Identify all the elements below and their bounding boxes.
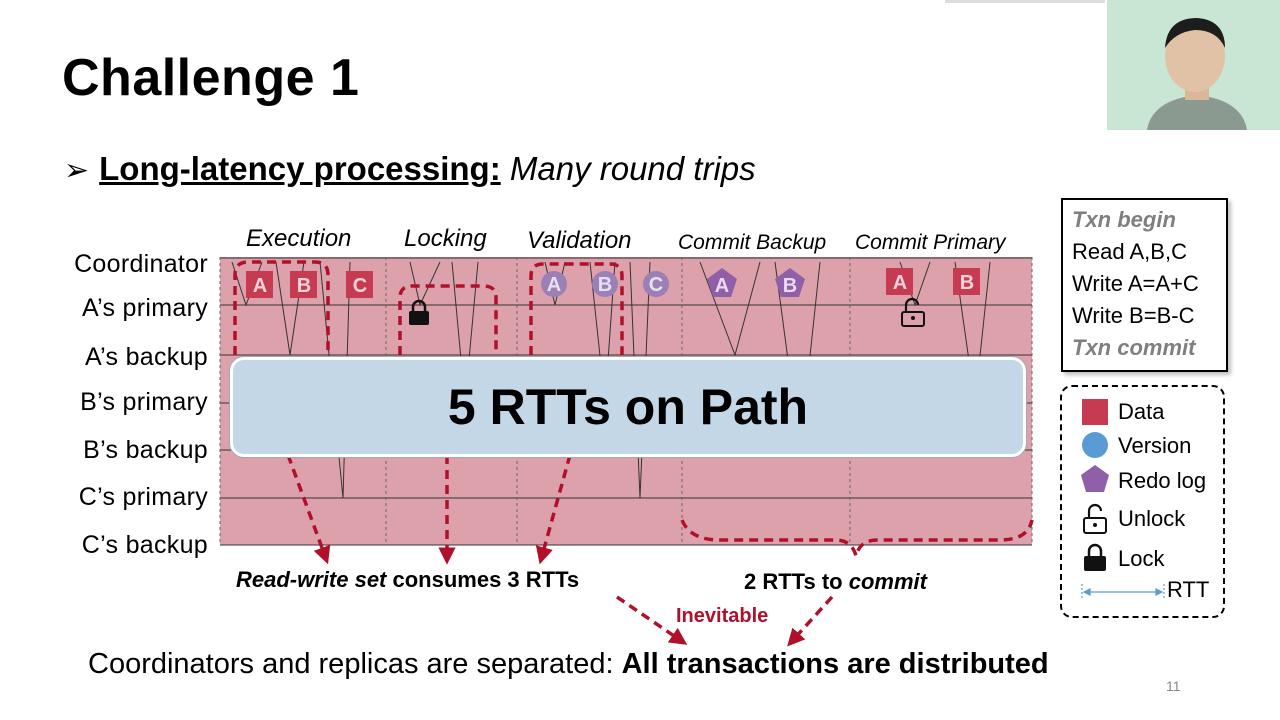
commit-data-marker-b-label: B [960,272,974,294]
rtt-banner-text: 5 RTTs on Path [447,379,809,435]
presenter-image [1107,0,1280,130]
redo-marker-a-label: A [715,275,729,297]
txn-commit: Txn commit [1072,335,1196,360]
redo-markers-commit-backup [707,268,805,297]
read-write-rest: consumes 3 RTTs [386,567,580,592]
legend-lock-icon [1084,543,1106,571]
row-label-c-primary: C’s primary [78,483,208,511]
legend-data-icon [1082,399,1108,425]
lock-icon [409,299,429,325]
bullet-arrow: ➢ [64,154,90,187]
phase-label-execution: Execution [246,225,352,252]
txn-begin: Txn begin [1072,207,1176,232]
legend-rtt-label: RTT [1167,577,1210,602]
commit-note: 2 RTTs to commit [744,569,927,595]
redo-marker-b [775,268,805,297]
commit-note-prefix: 2 RTTs to [744,569,849,594]
row-label-coordinator: Coordinator [74,250,208,278]
legend-version-label: Version [1118,433,1192,458]
slide-title: Challenge 1 [62,49,360,107]
bullet-subtext: Many round trips [509,150,756,187]
data-marker-b-label: B [297,275,311,297]
txn-write-b: Write B=B-C [1072,303,1195,328]
redo-marker-a [707,268,737,297]
rtt-dashed-arrows [286,454,834,647]
version-marker-c-label: C [649,274,663,296]
legend-icons [1081,399,1165,600]
legend: Data Version Redo log Unlock Lock RTT [1060,385,1225,618]
data-markers-commit-primary [886,268,980,295]
data-marker-a-label: A [253,275,267,297]
version-marker-b-label: B [598,274,612,296]
rtt-banner: 5 RTTs on Path [230,357,1026,457]
legend-data-label: Data [1118,399,1165,424]
row-label-b-primary: B’s primary [80,388,208,416]
row-label-a-primary: A’s primary [81,294,208,322]
transaction-box: Txn begin Read A,B,C Write A=A+C Write B… [1061,198,1228,372]
legend-unlock-icon [1083,503,1107,534]
commit-data-marker-a-label: A [893,272,907,294]
page-number: 11 [1166,678,1181,694]
redo-marker-b-label: B [783,275,797,297]
data-marker-c-label: C [353,275,367,297]
bullet-point: ➢ Long-latency processing: Many round tri… [64,150,756,188]
inevitable-label: Inevitable [676,605,769,627]
phase-label-commit-backup: Commit Backup [678,231,827,254]
txn-read: Read A,B,C [1072,239,1187,264]
footer-bold: All transactions are distributed [621,648,1049,680]
version-marker-a [541,271,567,297]
commit-data-marker-a [886,268,913,295]
legend-redo-label: Redo log [1118,468,1207,493]
row-label-c-backup: C’s backup [81,531,208,559]
legend-rtt-icon [1081,584,1165,600]
footer-statement: Coordinators and replicas are separated:… [88,648,1049,681]
data-marker-c [346,271,373,298]
phase-label-commit-primary: Commit Primary [855,231,1006,254]
commit-note-italic: commit [848,569,927,594]
data-markers-execution [246,271,373,298]
rtt-dashed-outlines [233,260,1034,557]
legend-lock-label: Lock [1118,546,1165,571]
version-marker-b [592,271,618,297]
footer-text: Coordinators and replicas are separated: [88,648,622,680]
version-marker-a-label: A [547,274,561,296]
row-label-b-backup: B’s backup [83,436,208,464]
version-marker-c [643,271,669,297]
legend-version-icon [1082,432,1108,458]
window-edge [945,0,1105,3]
unlock-icon [901,297,925,327]
txn-write-a: Write A=A+C [1072,271,1199,296]
data-marker-a [246,271,273,298]
presenter-webcam [1107,0,1280,130]
phase-label-validation: Validation [527,227,632,254]
data-marker-b [290,271,317,298]
legend-unlock-label: Unlock [1118,506,1186,531]
row-label-a-backup: A’s backup [85,343,208,371]
version-markers-validation [541,271,669,297]
legend-redo-icon [1081,465,1109,492]
read-write-note: Read-write set consumes 3 RTTs [236,567,579,593]
phase-label-locking: Locking [404,225,487,252]
read-write-italic: Read-write set [236,567,387,592]
bullet-heading: Long-latency processing: [99,150,501,187]
commit-data-marker-b [953,268,980,295]
